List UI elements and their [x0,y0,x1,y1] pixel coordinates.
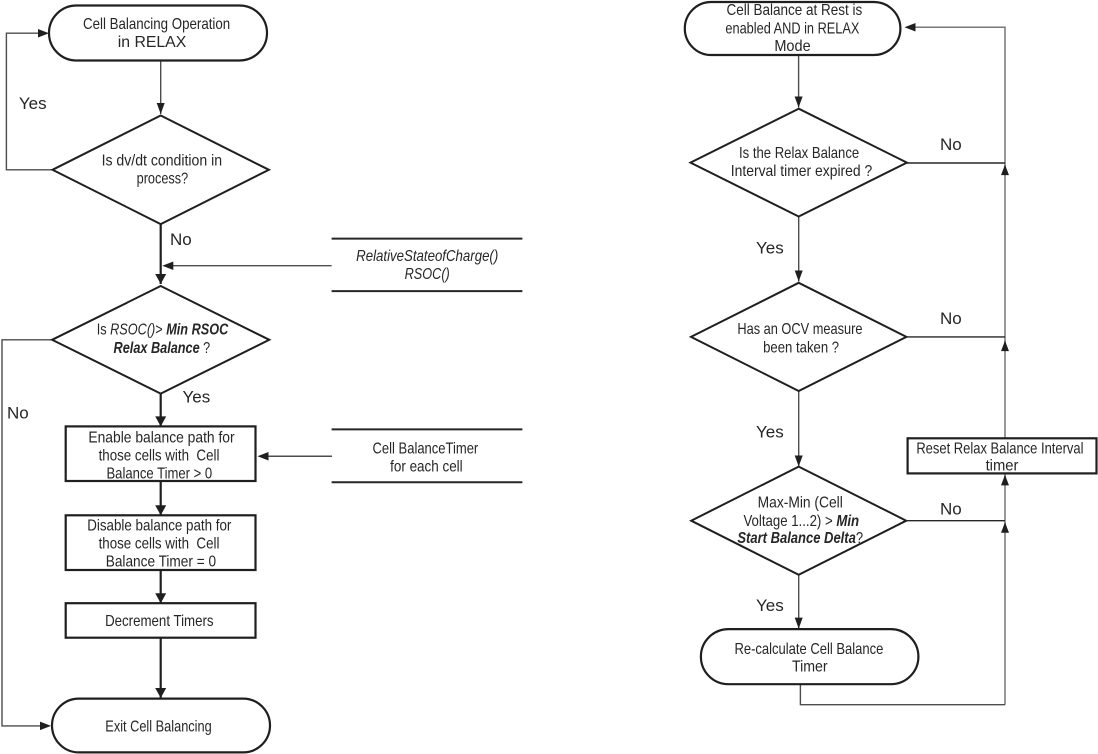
svg-text:Exit Cell Balancing: Exit Cell Balancing [105,718,211,735]
svg-text:Cell BalanceTimer: Cell BalanceTimer [373,441,479,458]
svg-text:No: No [940,309,962,328]
svg-text:those cells with Cell: those cells with Cell [99,536,220,553]
svg-text:No: No [170,230,192,249]
svg-text:Voltage 1...2) > Min: Voltage 1...2) > Min [743,513,859,530]
svg-text:Disable balance path for: Disable balance path for [87,517,231,534]
svg-text:Is the Relax Balance: Is the Relax Balance [739,145,859,162]
svg-text:Re-calculate Cell Balance: Re-calculate Cell Balance [734,641,883,658]
svg-text:Balance Timer > 0: Balance Timer > 0 [106,466,212,483]
svg-text:Reset Relax Balance Interval: Reset Relax Balance Interval [916,441,1083,458]
svg-text:Start Balance Delta?: Start Balance Delta? [737,530,863,547]
svg-text:No: No [940,499,962,518]
svg-text:those cells with Cell: those cells with Cell [99,448,220,465]
svg-text:Max-Min (Cell: Max-Min (Cell [758,495,843,512]
svg-text:RSOC(): RSOC() [405,266,450,283]
svg-text:Is RSOC()> Min RSOC: Is RSOC()> Min RSOC [97,321,229,338]
svg-text:timer: timer [986,457,1019,474]
svg-text:process?: process? [137,170,189,187]
svg-text:Yes: Yes [19,94,47,113]
svg-text:Timer: Timer [792,659,828,676]
svg-text:Yes: Yes [183,387,211,406]
svg-text:Enable balance path for: Enable balance path for [88,430,234,447]
svg-text:Interval timer expired ?: Interval timer expired ? [731,163,872,180]
svg-text:Mode: Mode [774,38,810,56]
svg-text:Decrement Timers: Decrement Timers [105,613,213,630]
svg-text:No: No [7,403,29,422]
svg-text:for each cell: for each cell [390,459,463,476]
svg-text:enabled AND in RELAX: enabled AND in RELAX [725,20,859,37]
svg-text:Relax Balance ?: Relax Balance ? [114,340,211,357]
svg-text:RelativeStateofCharge(): RelativeStateofCharge() [356,248,498,265]
svg-text:Cell Balance at Rest is: Cell Balance at Rest is [727,2,863,19]
svg-text:Cell Balancing Operation: Cell Balancing Operation [83,16,230,33]
svg-text:No: No [940,135,962,154]
svg-text:in RELAX: in RELAX [118,34,187,51]
svg-text:Has an OCV measure: Has an OCV measure [737,321,862,338]
svg-text:Balance Timer = 0: Balance Timer = 0 [106,554,216,571]
svg-text:Yes: Yes [756,423,784,442]
svg-text:Is dv/dt condition in: Is dv/dt condition in [102,153,222,170]
svg-text:been taken ?: been taken ? [763,340,839,357]
svg-text:Yes: Yes [756,239,784,258]
svg-text:Yes: Yes [756,596,784,615]
